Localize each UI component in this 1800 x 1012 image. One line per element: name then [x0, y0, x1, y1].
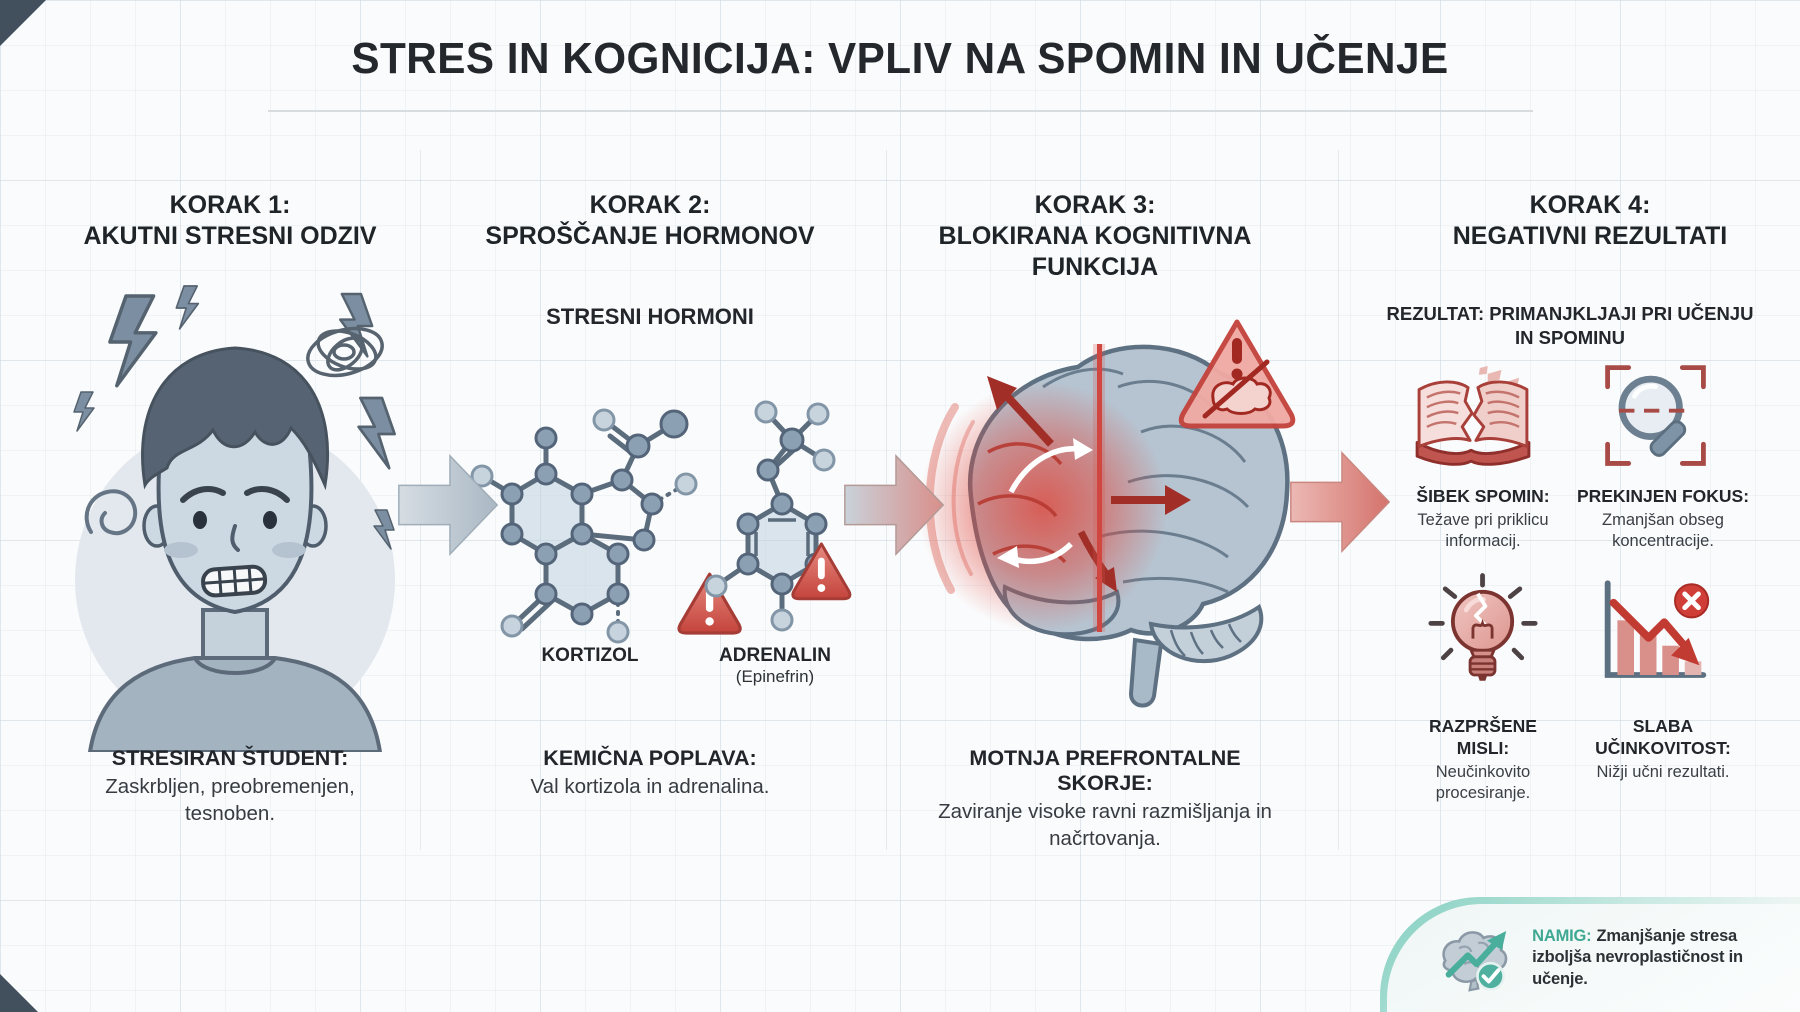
step4-subtitle: REZULTAT: PRIMANJKLJAJI PRI UČENJU IN SP… — [1386, 303, 1754, 349]
corner-accent-top-left — [0, 0, 46, 46]
grimace-mouth — [201, 564, 268, 598]
step3-heading: BLOKIRANA KOGNITIVNA FUNKCIJA — [938, 222, 1252, 281]
outcome-weak-memory: ŠIBEK SPOMIN: Težave pri priklicu inform… — [1393, 486, 1573, 552]
step2-caption: KEMIČNA POPLAVA: Val kortizola in adrena… — [530, 746, 770, 798]
step4-heading: NEGATIVNI REZULTATI — [1452, 222, 1728, 250]
tip-text: NAMIG:Zmanjšanje stresa izboljša nevropl… — [1532, 926, 1800, 990]
torn-book-icon — [1415, 366, 1531, 466]
brain-growth-icon — [1442, 930, 1508, 992]
tip-panel: NAMIG:Zmanjšanje stresa izboljša nevropl… — [1380, 897, 1800, 1012]
adrenalin-sublabel: (Epinefrin) — [735, 667, 815, 686]
step2-kicker: KORAK 2: — [589, 191, 711, 219]
corner-accent-bottom-left — [0, 974, 38, 1012]
adrenalin-molecule — [704, 400, 852, 632]
block-line — [1097, 344, 1102, 632]
outcome-broken-focus: PREKINJEN FOKUS: Zmanjšan obseg koncentr… — [1573, 486, 1753, 552]
step4-header: KORAK 4: NEGATIVNI REZULTATI — [1390, 190, 1790, 252]
step3-caption: MOTNJA PREFRONTALNE SKORJE: Zaviranje vi… — [938, 746, 1272, 850]
step3-header: KORAK 3: BLOKIRANA KOGNITIVNA FUNKCIJA — [930, 190, 1260, 283]
spiral-icon — [84, 489, 138, 536]
step2-header: KORAK 2: SPROŠČANJE HORMONOV — [445, 190, 855, 252]
adrenalin-label: ADRENALIN (Epinefrin) — [680, 645, 870, 687]
outcome-title: PREKINJEN FOKUS: — [1576, 486, 1750, 506]
declining-chart-icon — [1604, 580, 1710, 678]
hair — [141, 346, 330, 491]
step1-kicker: KORAK 1: — [169, 191, 291, 219]
focus-magnifier-icon — [1605, 365, 1706, 466]
hormone-molecules-illustration — [470, 400, 852, 644]
step2-subtitle: STRESNI HORMONI — [546, 304, 754, 329]
title-divider — [268, 110, 1533, 112]
outcome-body: Zmanjšan obseg koncentracije. — [1602, 510, 1724, 550]
scribble-icon — [306, 326, 384, 378]
outcome-scattered-thoughts: RAZPRŠENE MISLI: Neučinkovito procesiran… — [1408, 716, 1558, 804]
flow-arrow-2 — [844, 454, 944, 556]
kortizol-label: KORTIZOL — [541, 645, 639, 666]
outcome-body: Nižji učni rezultati. — [1596, 762, 1730, 781]
step4-kicker: KORAK 4: — [1529, 191, 1651, 219]
step3-kicker: KORAK 3: — [1034, 191, 1156, 219]
prefrontal-red-highlight — [918, 382, 1168, 632]
no-thinking-warning-icon — [1178, 319, 1296, 429]
stressed-student-illustration — [73, 285, 396, 752]
check-circle-icon — [1476, 961, 1505, 991]
outcome-title: RAZPRŠENE MISLI: — [1429, 716, 1537, 758]
cracked-bulb-icon — [1428, 573, 1538, 681]
outcome-poor-performance: SLABA UČINKOVITOST: Nižji učni rezultati… — [1588, 716, 1738, 783]
outcome-body: Težave pri priklicu informacij. — [1417, 510, 1549, 550]
tip-label: NAMIG: — [1532, 926, 1592, 945]
blocked-brain-illustration — [918, 319, 1296, 708]
flow-arrow-3 — [1290, 451, 1390, 553]
step1-header: KORAK 1: AKUTNI STRESNI ODZIV — [40, 190, 420, 252]
step1-caption: STRESIRAN ŠTUDENT: Zaskrbljen, preobreme… — [105, 746, 355, 825]
page-title: STRES IN KOGNICIJA: VPLIV NA SPOMIN IN U… — [351, 34, 1449, 83]
kortizol-molecule — [470, 408, 742, 644]
flow-arrow-1 — [398, 454, 498, 556]
outcome-body: Neučinkovito procesiranje. — [1435, 762, 1531, 802]
outcome-title: ŠIBEK SPOMIN: — [1416, 486, 1550, 506]
step2-heading: SPROŠČANJE HORMONOV — [485, 222, 815, 250]
outcome-title: SLABA UČINKOVITOST: — [1595, 716, 1731, 758]
tip-message: Zmanjšanje stresa izboljša nevroplastičn… — [1532, 926, 1743, 988]
step1-heading: AKUTNI STRESNI ODZIV — [83, 222, 377, 250]
